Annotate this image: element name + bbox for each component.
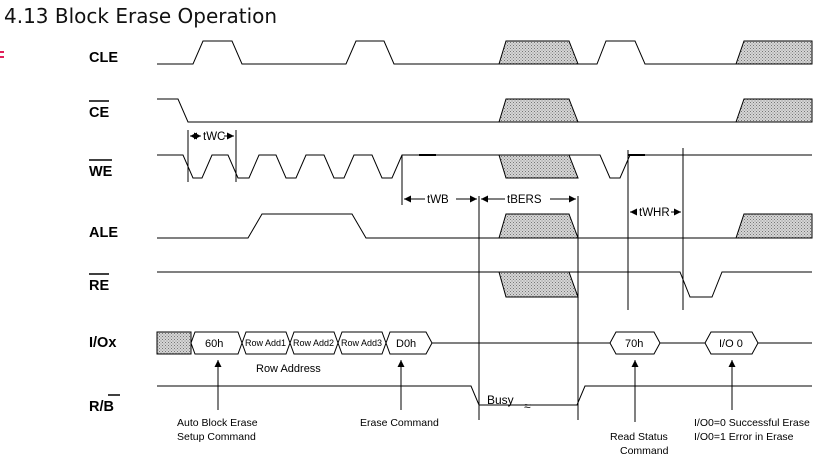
annotation-result-1: I/O0=0 Successful Erase — [694, 417, 810, 429]
twb-label: tWB — [427, 194, 449, 206]
io-label-d0h: D0h — [396, 338, 416, 350]
signal-label-cle: CLE — [89, 50, 118, 66]
cle-waveform — [157, 40, 736, 65]
signal-label-ce: CE — [89, 105, 109, 121]
page-marker — [0, 51, 4, 58]
signal-label-we: WE — [89, 164, 113, 180]
we-waveform — [157, 154, 812, 179]
busy-break-mark: ≈ — [524, 399, 531, 413]
annotation-auto-erase-2: Setup Command — [177, 431, 256, 443]
section-title: 4.13 Block Erase Operation — [4, 4, 278, 28]
ce-undefined-tail — [735, 98, 813, 123]
twhr-label: tWHR — [639, 207, 670, 219]
annotation-result-2: I/O0=1 Error in Erase — [694, 431, 794, 443]
io-label-60h: 60h — [205, 338, 223, 350]
signal-label-re: RE — [89, 278, 109, 294]
ce-waveform — [157, 98, 736, 123]
we-undefined-region — [498, 154, 579, 179]
io-label-io0: I/O 0 — [719, 338, 743, 350]
busy-label: Busy — [487, 393, 514, 407]
annotation-erase-command: Erase Command — [360, 417, 439, 429]
io-label-row1: Row Add1 — [245, 338, 286, 348]
rb-waveform — [157, 385, 812, 406]
signal-label-io: I/Ox — [89, 335, 116, 351]
annotation-auto-erase-1: Auto Block Erase — [177, 417, 258, 429]
ce-undefined-region — [498, 98, 579, 123]
annotation-read-status-1: Read Status — [610, 431, 668, 443]
io-label-70h: 70h — [625, 338, 643, 350]
cle-undefined-region — [498, 40, 579, 65]
re-waveform — [157, 271, 812, 298]
twc-label: tWC — [203, 131, 225, 143]
io-label-row2: Row Add2 — [293, 338, 334, 348]
re-undefined-region — [498, 271, 579, 298]
io-undefined-start — [156, 331, 192, 355]
signal-label-rb: R/B — [89, 399, 114, 415]
annotation-read-status-2: Command — [620, 445, 669, 457]
ale-undefined-region — [498, 213, 579, 239]
io-label-row3: Row Add3 — [341, 338, 382, 348]
tbers-label: tBERS — [507, 194, 542, 206]
ale-undefined-tail — [735, 213, 813, 239]
signal-label-ale: ALE — [89, 225, 118, 241]
row-address-label: Row Address — [256, 363, 321, 375]
cle-undefined-tail — [735, 40, 813, 65]
ale-waveform — [157, 213, 736, 239]
